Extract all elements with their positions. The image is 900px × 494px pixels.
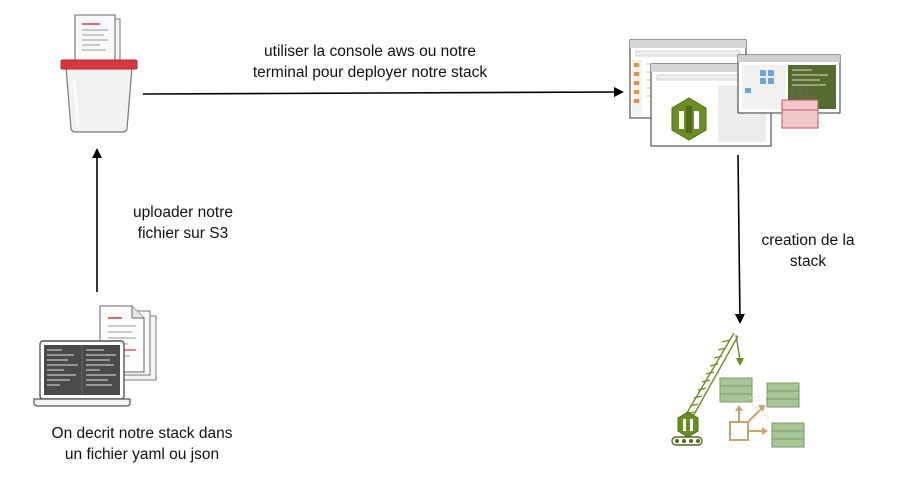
deploy-edge-label: utiliser la console aws ou notre termina… — [190, 41, 550, 83]
laptop-with-files-icon — [33, 305, 157, 407]
create-label-line1: creation de la — [761, 232, 855, 249]
deploy-label-line1: utiliser la console aws ou notre — [264, 43, 476, 60]
upload-label-line2: fichier sur S3 — [137, 225, 229, 242]
s3-bucket-icon — [60, 14, 138, 133]
upload-edge-label: uploader notre fichier sur S3 — [103, 202, 263, 244]
laptop-caption-line2: un fichier yaml ou json — [64, 446, 220, 463]
aws-console-windows-icon — [629, 39, 841, 147]
arrow-create — [734, 154, 745, 324]
laptop-caption-line1: On decrit notre stack dans — [51, 425, 233, 442]
laptop-caption: On decrit notre stack dans un fichier ya… — [12, 423, 272, 465]
arrow-deploy — [142, 87, 624, 98]
create-label-line2: stack — [789, 253, 827, 270]
cloudformation-logo-icon — [671, 97, 707, 141]
crane-building-stack-icon — [671, 332, 805, 448]
create-edge-label: creation de la stack — [736, 230, 880, 272]
upload-label-line1: uploader notre — [133, 204, 233, 221]
deploy-label-line2: terminal pour deployer notre stack — [252, 64, 488, 81]
